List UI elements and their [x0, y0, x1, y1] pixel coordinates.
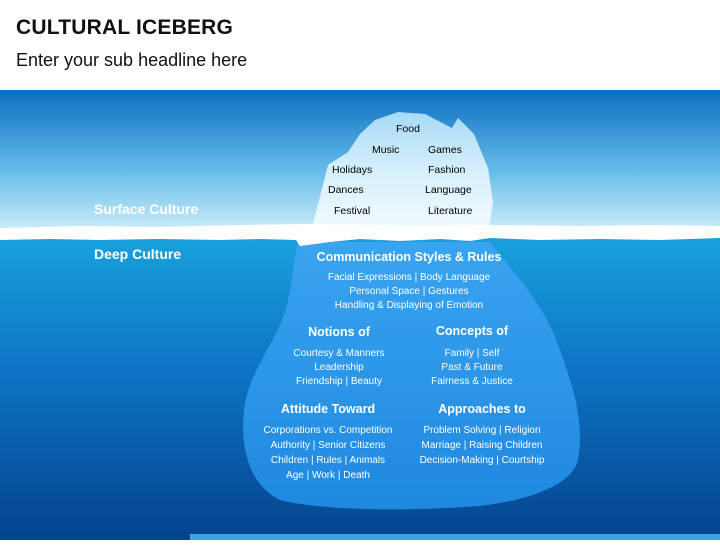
section-line: Authority | Senior Citizens: [270, 440, 386, 451]
section-line: Past & Future: [441, 362, 503, 373]
section-line: Fairness & Justice: [431, 376, 513, 387]
section-heading-approaches: Approaches to: [438, 402, 526, 416]
iceberg-scene: Surface Culture Deep Culture Food Music …: [0, 90, 720, 540]
section-line: Friendship | Beauty: [296, 376, 382, 387]
section-heading-concepts: Concepts of: [435, 324, 509, 338]
section-line: Decision-Making | Courtship: [419, 455, 545, 466]
tip-item: Festival: [334, 205, 371, 217]
section-heading-communication: Communication Styles & Rules: [316, 250, 502, 264]
section-line: Facial Expressions | Body Language: [327, 272, 491, 283]
iceberg-tip: [310, 112, 493, 236]
slide-subtitle: Enter your sub headline here: [16, 50, 248, 70]
section-heading-notions: Notions of: [308, 325, 370, 339]
surface-culture-label: Surface Culture: [94, 201, 199, 217]
section-line: Children | Rules | Animals: [270, 455, 386, 466]
deep-culture-label: Deep Culture: [94, 246, 182, 262]
section-line: Leadership: [314, 362, 364, 373]
section-line: Courtesy & Manners: [293, 348, 385, 359]
header: CULTURAL ICEBERG Enter your sub headline…: [0, 0, 720, 91]
tip-item: Dances: [328, 184, 364, 196]
section-line: Corporations vs. Competition: [263, 425, 393, 436]
section-line: Personal Space | Gestures: [349, 286, 469, 297]
tip-item: Games: [428, 144, 462, 156]
iceberg-underwater: [243, 242, 580, 510]
section-line: Marriage | Raising Children: [421, 440, 543, 451]
section-line: Family | Self: [444, 348, 500, 359]
bottom-stripe: [190, 534, 720, 540]
iceberg-graphic: [0, 90, 720, 540]
tip-item: Language: [425, 184, 472, 196]
tip-item: Music: [372, 144, 400, 156]
section-line: Handling & Displaying of Emotion: [334, 300, 484, 311]
tip-item: Food: [396, 123, 420, 135]
section-line: Problem Solving | Religion: [423, 425, 541, 436]
tip-item: Literature: [428, 205, 473, 217]
section-line: Age | Work | Death: [286, 470, 370, 481]
section-heading-attitude: Attitude Toward: [280, 402, 376, 416]
waterline: [0, 224, 720, 246]
tip-item: Holidays: [332, 164, 373, 176]
tip-item: Fashion: [428, 164, 466, 176]
slide-title: CULTURAL ICEBERG: [16, 16, 234, 39]
